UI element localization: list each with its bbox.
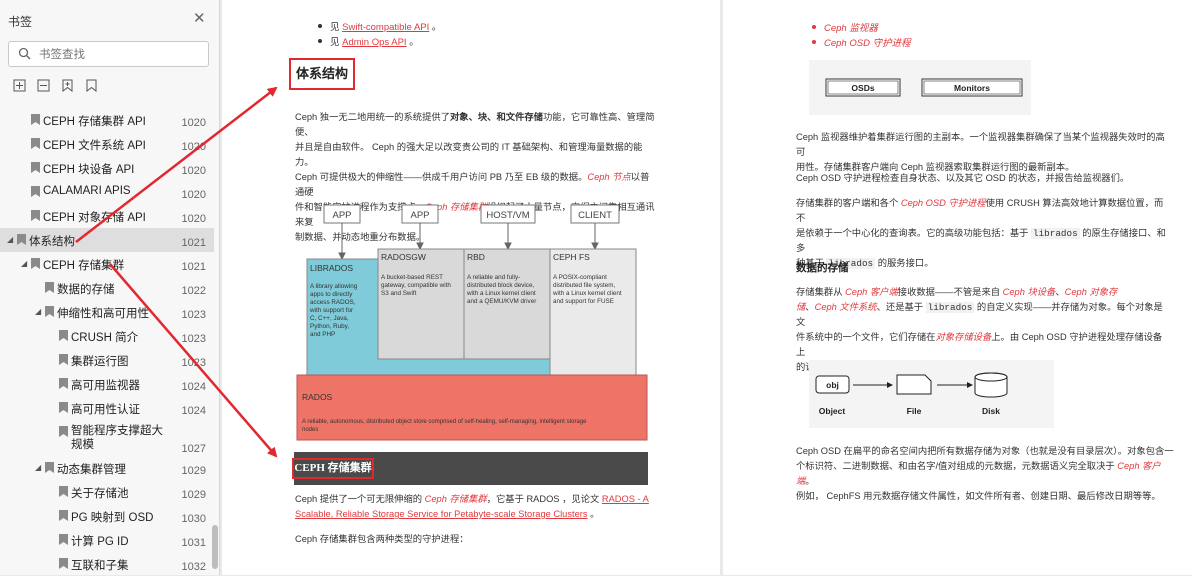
sidebar-scrollbar[interactable] bbox=[212, 525, 218, 569]
bookmark-search-field[interactable] bbox=[8, 41, 209, 67]
list-item: 见 Admin Ops API 。 bbox=[318, 34, 419, 48]
rados-desc: A reliable, autonomous, distributed obje… bbox=[302, 419, 588, 433]
collapse-arrow-icon[interactable]: ◢ bbox=[35, 307, 42, 316]
rbd-desc: A reliable and fully- distributed block … bbox=[466, 274, 537, 305]
crush-paragraph: 存储集群的客户端和各个 Ceph OSD 守护进程使用 CRUSH 算法高效地计… bbox=[796, 198, 1166, 269]
app-box-1: APP bbox=[332, 210, 351, 221]
bookmark-icon bbox=[59, 558, 68, 569]
rados-title: RADOS bbox=[302, 392, 333, 402]
top-boxes: APP APP HOST/VM CLIENT bbox=[323, 204, 620, 224]
bookmark-icon bbox=[31, 186, 40, 197]
list-item: Ceph 监视器 bbox=[812, 20, 878, 34]
document-page-left: 见 Swift-compatible API 。 见 Admin Ops API… bbox=[222, 0, 720, 575]
bookmark-icon bbox=[45, 282, 54, 293]
obj-box: obj bbox=[826, 380, 839, 390]
list-item: Ceph OSD 守护进程 bbox=[812, 35, 911, 49]
object-file-disk-diagram: obj Object File Disk bbox=[809, 360, 1054, 428]
bookmark-icon bbox=[59, 510, 68, 521]
close-icon[interactable]: ✕ bbox=[193, 10, 206, 27]
section-heading-architecture: 体系结构 bbox=[289, 58, 355, 90]
bookmark-icon bbox=[59, 426, 68, 437]
radosgw-title: RADOSGW bbox=[381, 252, 426, 262]
bookmark-icon bbox=[17, 234, 26, 245]
bookmark-icon bbox=[31, 210, 40, 221]
radosgw-desc: A bucket-based REST gateway, compatible … bbox=[381, 274, 453, 297]
librados-title: LIBRADOS bbox=[310, 263, 353, 273]
section-heading-data-storage: 数据的存储 bbox=[796, 262, 849, 274]
bookmark-icon bbox=[31, 258, 40, 269]
object-paragraph: Ceph OSD 在扁平的命名空间内把所有数据存储为对象（也就是没有目录层次）。… bbox=[796, 446, 1174, 501]
bookmark-icon bbox=[59, 534, 68, 545]
app-box-2: APP bbox=[410, 210, 429, 221]
librados-desc: A library allowing apps to directly acce… bbox=[309, 283, 359, 338]
search-icon bbox=[18, 47, 31, 60]
sidebar-toolbar bbox=[12, 78, 98, 94]
cluster-paragraph: Ceph 提供了一个可无限伸缩的 Ceph 存储集群，它基于 RADOS ，见论… bbox=[295, 494, 649, 519]
admin-ops-api-link[interactable]: Admin Ops API bbox=[342, 37, 407, 48]
bookmark-icon bbox=[59, 402, 68, 413]
osd-paragraph: Ceph OSD 守护进程检查自身状态、以及其它 OSD 的状态，并报告给监视器… bbox=[796, 173, 1130, 183]
collapse-arrow-icon[interactable]: ◢ bbox=[35, 463, 42, 472]
bookmark-icon bbox=[31, 138, 40, 149]
bookmark-icon bbox=[45, 462, 54, 473]
section-heading-ceph-cluster: CEPH 存储集群 bbox=[292, 458, 374, 479]
search-input[interactable] bbox=[39, 46, 199, 63]
cephfs-desc: A POSIX-compliant distributed file syste… bbox=[552, 274, 623, 305]
object-label: Object bbox=[819, 406, 846, 416]
bookmark-icon bbox=[59, 354, 68, 365]
bookmark-icon bbox=[31, 162, 40, 173]
host-vm-box: HOST/VM bbox=[486, 210, 529, 221]
monitors-box: Monitors bbox=[954, 83, 990, 93]
bookmark-icon bbox=[31, 114, 40, 125]
ceph-architecture-diagram: APP APP HOST/VM CLIENT LIBRADOS A librar… bbox=[296, 204, 648, 441]
disk-label: Disk bbox=[982, 406, 1000, 416]
expand-all-icon[interactable] bbox=[12, 78, 26, 92]
list-item: 见 Swift-compatible API 。 bbox=[318, 19, 441, 33]
rbd-title: RBD bbox=[467, 252, 485, 262]
cephfs-title: CEPH FS bbox=[553, 252, 590, 262]
file-label: File bbox=[907, 406, 922, 416]
section-heading-bar bbox=[294, 452, 648, 485]
bookmark-icon[interactable] bbox=[84, 78, 98, 92]
bookmark-icon bbox=[45, 306, 54, 317]
osds-box: OSDs bbox=[851, 83, 874, 93]
collapse-arrow-icon[interactable]: ◢ bbox=[21, 259, 28, 268]
bookmark-icon bbox=[59, 378, 68, 389]
bookmark-icon bbox=[59, 486, 68, 497]
collapse-all-icon[interactable] bbox=[36, 78, 50, 92]
rados-paper-link-cont[interactable]: Scalable, Reliable Storage Service for P… bbox=[295, 509, 588, 519]
bookmark-icon bbox=[59, 330, 68, 341]
cluster-paragraph-2: Ceph 存储集群包含两种类型的守护进程： bbox=[295, 534, 469, 544]
document-page-right: Ceph 监视器 Ceph OSD 守护进程 OSDs Monitors Cep… bbox=[723, 0, 1192, 575]
client-box: CLIENT bbox=[578, 210, 612, 221]
collapse-arrow-icon[interactable]: ◢ bbox=[7, 235, 14, 244]
rados-paper-link[interactable]: RADOS - A bbox=[601, 494, 649, 504]
osd-monitor-diagram: OSDs Monitors bbox=[809, 60, 1031, 115]
add-bookmark-icon[interactable] bbox=[60, 78, 74, 92]
sidebar-title: 书签 bbox=[8, 15, 33, 29]
monitor-paragraph: Ceph 监视器维护着集群运行图的主副本。一个监视器集群确保了当某个监视器失效时… bbox=[796, 132, 1165, 172]
swift-api-link[interactable]: Swift-compatible API bbox=[342, 22, 430, 33]
